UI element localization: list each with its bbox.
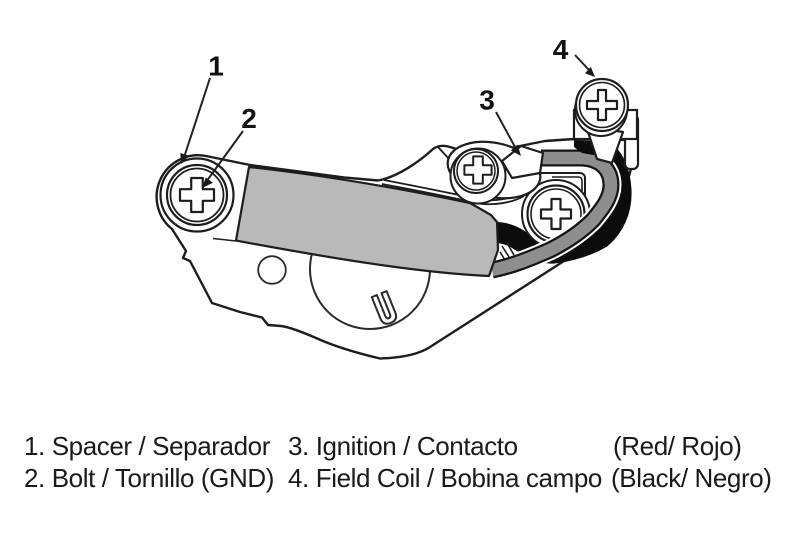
svg-text:3: 3 xyxy=(479,85,495,116)
svg-text:4. Field Coil / Bobina campo: 4. Field Coil / Bobina campo xyxy=(288,463,602,493)
svg-text:2: 2 xyxy=(241,103,257,134)
svg-text:(Red/ Rojo): (Red/ Rojo) xyxy=(613,431,742,461)
svg-text:3. Ignition / Contacto: 3. Ignition / Contacto xyxy=(288,431,518,461)
svg-text:1. Spacer / Separador: 1. Spacer / Separador xyxy=(24,431,271,461)
svg-text:2. Bolt / Tornillo (GND): 2. Bolt / Tornillo (GND) xyxy=(24,463,274,493)
svg-text:(Black/ Negro): (Black/ Negro) xyxy=(611,463,772,493)
svg-text:4: 4 xyxy=(553,34,569,65)
svg-text:1: 1 xyxy=(208,51,224,82)
